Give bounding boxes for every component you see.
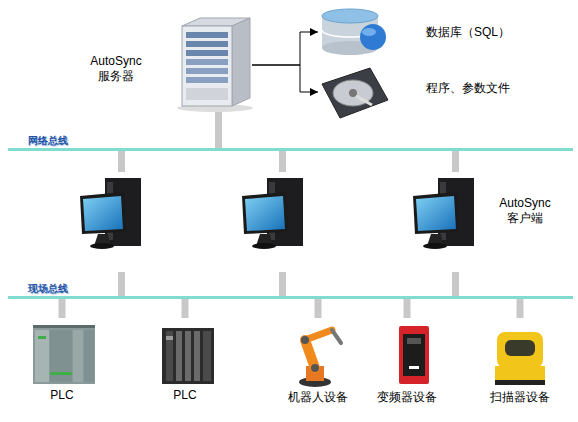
plc-strip bbox=[50, 372, 72, 375]
plc-module bbox=[50, 330, 72, 382]
bus-connector bbox=[404, 299, 411, 318]
drive-bay bbox=[186, 32, 228, 38]
file-storage-node: 程序、参数文件 bbox=[318, 68, 528, 120]
bus-connector bbox=[182, 299, 189, 318]
disk-case bbox=[322, 68, 388, 118]
robot-joint bbox=[301, 336, 309, 344]
device-node: PLC bbox=[22, 318, 102, 406]
plc-module bbox=[73, 330, 83, 382]
cylinder-top bbox=[322, 9, 378, 23]
bus-stub bbox=[279, 151, 286, 172]
disk-spindle bbox=[349, 89, 357, 97]
scanner-foot bbox=[495, 380, 545, 385]
node-label: 网络总线 bbox=[28, 133, 88, 148]
database-node: 数据库（SQL） bbox=[318, 8, 528, 56]
plc-icon bbox=[33, 325, 95, 384]
device-node: 变频器设备 bbox=[367, 318, 447, 406]
drive-bay bbox=[186, 41, 228, 47]
node-label: 扫描器设备 bbox=[480, 390, 560, 405]
plc-module bbox=[185, 331, 191, 381]
node-label: 现场总线 bbox=[28, 281, 88, 296]
client-computer bbox=[413, 178, 474, 249]
plc-module bbox=[194, 331, 200, 381]
globe-highlight bbox=[362, 28, 376, 36]
drive-bay bbox=[186, 50, 228, 56]
client-computer bbox=[242, 178, 303, 249]
robot-wrist bbox=[332, 330, 341, 343]
bus-connector bbox=[517, 299, 524, 318]
server-node: AutoSync 服务器 bbox=[85, 20, 252, 112]
plc-base bbox=[162, 328, 214, 384]
disk-platter bbox=[333, 80, 373, 106]
client-computer bbox=[80, 178, 141, 249]
inverter-logo bbox=[409, 366, 419, 369]
drive-bay bbox=[186, 68, 228, 74]
plc-base bbox=[33, 328, 95, 384]
device-node: 扫描器设备 bbox=[480, 318, 560, 406]
node-label: 程序、参数文件 bbox=[426, 81, 526, 96]
arrow-connector bbox=[252, 65, 318, 92]
arrow-connector bbox=[252, 32, 318, 65]
robot-icon bbox=[299, 330, 341, 387]
node-label: PLC bbox=[22, 388, 102, 403]
plc-terminal bbox=[166, 336, 173, 340]
node-label: PLC bbox=[145, 388, 225, 403]
bus-connector bbox=[452, 151, 459, 172]
scanner-base bbox=[495, 366, 545, 382]
node-label: 机器人设备 bbox=[278, 390, 358, 405]
inverter-case bbox=[399, 326, 429, 384]
scanner-window bbox=[505, 340, 535, 356]
robot-arm bbox=[305, 340, 315, 368]
bus-stub bbox=[118, 151, 125, 172]
plc-module bbox=[176, 331, 182, 381]
network-bus: 网络总线 bbox=[8, 148, 573, 151]
node-label: AutoSync 客户端 bbox=[494, 196, 556, 226]
server-front bbox=[182, 26, 232, 106]
bus-connector bbox=[452, 272, 459, 296]
database-icon bbox=[322, 9, 386, 55]
robot-arm bbox=[305, 330, 332, 340]
scanner-head bbox=[497, 332, 543, 368]
device-node: 机器人设备 bbox=[278, 318, 358, 406]
plc-module bbox=[84, 330, 94, 382]
bus-stub bbox=[279, 272, 286, 296]
bus-connector bbox=[59, 299, 66, 318]
plc-led bbox=[38, 336, 46, 339]
inverter-icon bbox=[399, 326, 429, 384]
node-label: AutoSync 服务器 bbox=[85, 54, 147, 84]
robot-joint bbox=[311, 364, 319, 372]
inverter-display bbox=[407, 338, 421, 344]
bus-stub bbox=[118, 272, 125, 296]
server-icon bbox=[177, 18, 253, 112]
server-panel bbox=[186, 88, 228, 100]
client-node: AutoSync 客户端 bbox=[410, 172, 560, 272]
node-label: 数据库（SQL） bbox=[426, 25, 526, 40]
plc-module bbox=[203, 331, 211, 381]
plc-module bbox=[166, 331, 173, 381]
plc-icon bbox=[162, 328, 214, 384]
node-label: 变频器设备 bbox=[367, 390, 447, 405]
server-side bbox=[232, 18, 250, 106]
disk-arm bbox=[356, 96, 372, 105]
plc-module bbox=[35, 330, 49, 382]
bus-connector bbox=[315, 299, 322, 318]
field-bus: 现场总线 bbox=[8, 296, 573, 299]
inverter-front bbox=[403, 334, 425, 376]
harddisk-icon bbox=[322, 68, 388, 118]
globe bbox=[360, 24, 386, 50]
bus-connector bbox=[215, 112, 222, 148]
scanner-icon bbox=[495, 332, 545, 385]
drive-bay bbox=[186, 77, 228, 83]
drive-bay bbox=[186, 59, 228, 65]
device-node: PLC bbox=[145, 318, 225, 406]
